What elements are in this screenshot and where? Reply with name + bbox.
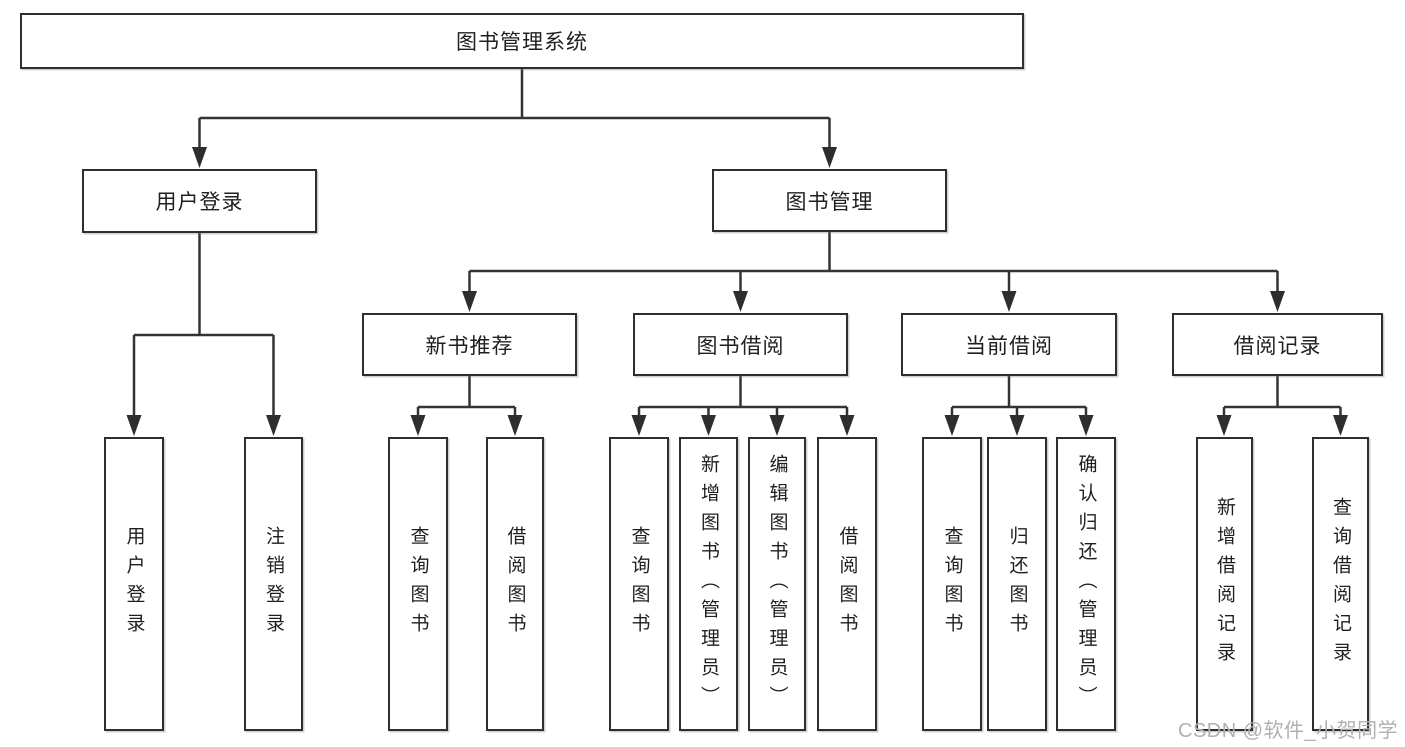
leaf-borrow-book: 借阅图书 <box>817 437 877 731</box>
node-book-borrow: 图书借阅 <box>633 313 848 376</box>
leaf-edit-book-admin: 编辑图书（管理员） <box>748 437 806 731</box>
arrowheads <box>126 147 1348 436</box>
leaf-confirm-return-admin: 确认归还（管理员） <box>1056 437 1116 731</box>
leaf-return-book: 归还图书 <box>987 437 1047 731</box>
csdn-watermark: CSDN @软件_小贺同学 <box>1178 720 1399 742</box>
leaf-add-book-admin: 新增图书（管理员） <box>679 437 738 731</box>
leaf-user-login: 用户登录 <box>104 437 164 731</box>
leaf-query-book-current: 查询图书 <box>922 437 982 731</box>
leaf-query-book-borrow: 查询图书 <box>609 437 669 731</box>
node-new-book-recommend: 新书推荐 <box>362 313 577 376</box>
leaf-add-borrow-record: 新增借阅记录 <box>1196 437 1253 731</box>
node-book-management: 图书管理 <box>712 169 947 232</box>
leaf-borrow-book-recommend: 借阅图书 <box>486 437 544 731</box>
node-current-borrow: 当前借阅 <box>901 313 1117 376</box>
node-user-login: 用户登录 <box>82 169 317 233</box>
leaf-logout: 注销登录 <box>244 437 303 731</box>
leaf-query-borrow-record: 查询借阅记录 <box>1312 437 1369 731</box>
leaf-query-book-recommend: 查询图书 <box>388 437 448 731</box>
node-root: 图书管理系统 <box>20 13 1024 69</box>
node-borrow-records: 借阅记录 <box>1172 313 1383 376</box>
